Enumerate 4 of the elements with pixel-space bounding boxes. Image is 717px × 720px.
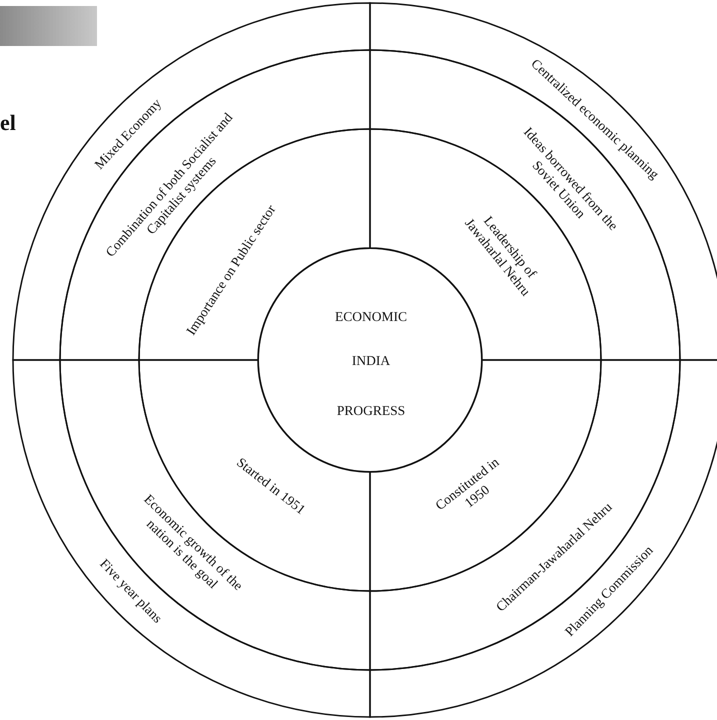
- center-label: PROGRESS: [336, 403, 406, 419]
- heading-fragment: el: [0, 110, 16, 136]
- center-label: ECONOMIC: [335, 309, 407, 325]
- center-label: INDIA: [352, 353, 390, 369]
